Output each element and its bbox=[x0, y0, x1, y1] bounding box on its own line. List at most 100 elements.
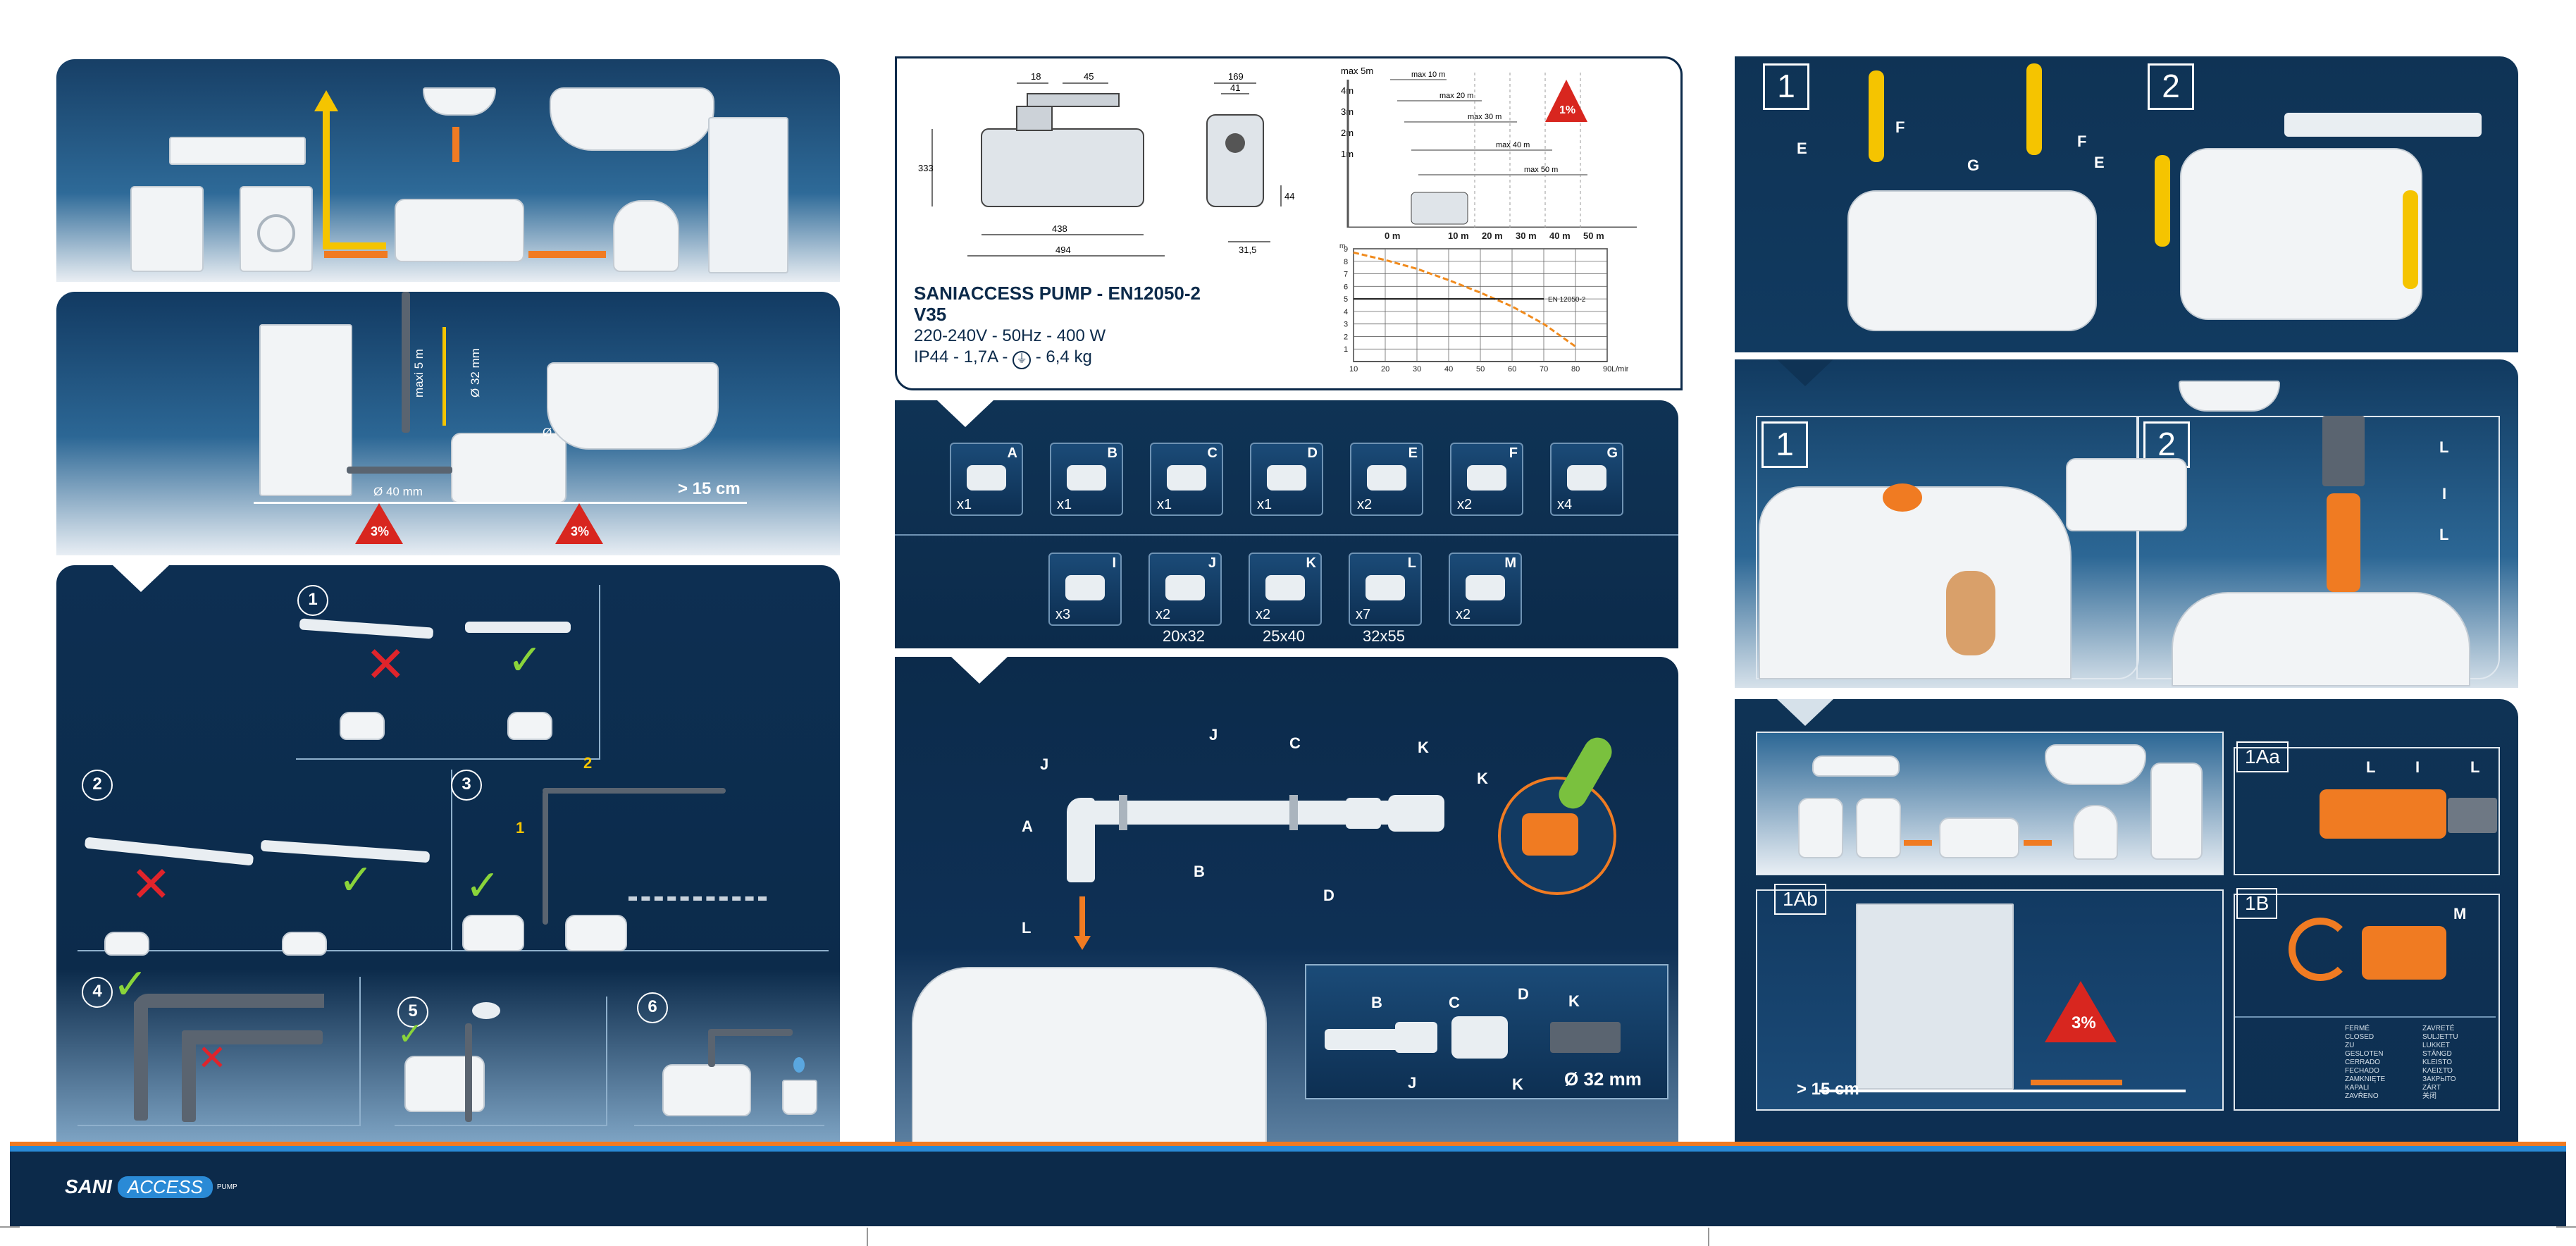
step3-horizontal bbox=[543, 788, 726, 794]
y-tick-label: 7 bbox=[1344, 271, 1348, 279]
inset-label-j: J bbox=[1408, 1074, 1417, 1092]
dim-438: 438 bbox=[1052, 223, 1067, 234]
inset-connector-d bbox=[1451, 1016, 1508, 1059]
correct-mark-icon: ✓ bbox=[507, 636, 543, 684]
step-6-frame bbox=[634, 992, 824, 1126]
max-height-label: maxi 5 m bbox=[412, 349, 426, 397]
crop-mark bbox=[2556, 1226, 2576, 1228]
pump-tank-closeup bbox=[912, 967, 1267, 1143]
step-number-6: 6 bbox=[637, 992, 668, 1023]
crop-mark bbox=[867, 1228, 868, 1246]
part-qty: x3 bbox=[1055, 607, 1071, 622]
reducer-c bbox=[1346, 798, 1381, 829]
rotate-arrow-icon bbox=[2289, 918, 2352, 981]
x-tick-label: 20 bbox=[1381, 365, 1389, 374]
panel-notch bbox=[113, 565, 169, 592]
pump-outlet-pipe bbox=[1027, 93, 1120, 107]
pump-unit bbox=[340, 712, 385, 740]
panel-notch bbox=[937, 400, 993, 427]
pump-unit bbox=[1939, 818, 2019, 858]
screwdriver-icon bbox=[2403, 190, 2418, 289]
min-height-label: > 15 cm bbox=[678, 479, 741, 498]
part-shape bbox=[1067, 465, 1106, 491]
rise-arrow-base bbox=[323, 242, 386, 249]
y-tick-label: 3 bbox=[1344, 321, 1348, 329]
label-l1: L bbox=[2366, 758, 2376, 776]
closed-word: GESLOTEN bbox=[2345, 1050, 2384, 1058]
dist-20: 20 m bbox=[1482, 230, 1503, 241]
pipe-outlet bbox=[2448, 798, 2497, 833]
dim-44: 44 bbox=[1284, 191, 1294, 202]
label-l2: L bbox=[2439, 526, 2449, 543]
y-axis-label: m bbox=[1339, 243, 1345, 250]
label-l2: L bbox=[2470, 758, 2480, 776]
x-tick-label: 70 bbox=[1540, 365, 1548, 374]
closed-word: ZAMKNIĘTE bbox=[2345, 1075, 2386, 1083]
bucket bbox=[782, 1080, 817, 1115]
screwdriver-icon bbox=[2155, 155, 2170, 247]
part-shape bbox=[1267, 465, 1306, 491]
drain-arrow-icon bbox=[2031, 1080, 2122, 1085]
inset-diameter-label: Ø 32 mm bbox=[1564, 1068, 1642, 1090]
bathtub bbox=[547, 362, 719, 450]
product-spec-2a: IP44 - 1,7A - bbox=[914, 347, 1008, 366]
cut-connect-panel: 1 2 L I L bbox=[1735, 359, 2518, 688]
product-spec-2: IP44 - 1,7A - ⏚ - 6,4 kg bbox=[914, 347, 1092, 369]
part-letter: K bbox=[1306, 555, 1316, 571]
washbasin bbox=[2179, 381, 2280, 412]
panel-notch bbox=[1777, 359, 1833, 386]
step-3-frame bbox=[448, 770, 829, 951]
step1-pipe-right bbox=[465, 622, 571, 633]
x-tick-label: 60 bbox=[1508, 365, 1516, 374]
step3-riser bbox=[543, 791, 548, 925]
pump-unit-back bbox=[1847, 190, 2097, 331]
part-qty: x2 bbox=[1456, 607, 1471, 622]
y-tick-label: 5 bbox=[1344, 295, 1348, 304]
pump-lid-closeup bbox=[1759, 486, 2072, 679]
closed-word: STÄNGD bbox=[2422, 1050, 2452, 1058]
down-arrow-head-icon bbox=[1074, 936, 1091, 950]
label-d: D bbox=[1323, 887, 1335, 904]
part-qty: x2 bbox=[1457, 497, 1473, 512]
step6-pipe bbox=[708, 1030, 715, 1067]
label-l: L bbox=[1022, 919, 1032, 937]
part-size-label: 20x32 bbox=[1163, 627, 1205, 645]
y-tick-label: 6 bbox=[1344, 283, 1348, 291]
step-number-2: 2 bbox=[82, 770, 113, 801]
inset-label-k1: K bbox=[1568, 992, 1580, 1010]
slope-warning-icon-right bbox=[555, 503, 603, 544]
part-letter: A bbox=[1007, 445, 1017, 461]
run-50: max 50 m bbox=[1524, 166, 1558, 174]
installation-overview-panel bbox=[56, 59, 840, 282]
y-tick-label: 9 bbox=[1344, 245, 1348, 254]
discharge-pipe-horizontal bbox=[1078, 801, 1395, 825]
slope-warning-icon bbox=[1545, 80, 1587, 122]
part-letter: D bbox=[1307, 445, 1318, 461]
pipe-diameter-label: Ø 32 mm bbox=[469, 348, 482, 397]
screwdriver-icon bbox=[1869, 70, 1884, 162]
vertical-discharge-pipe bbox=[402, 292, 410, 433]
label-f1: F bbox=[1895, 118, 1905, 136]
step-number-1: 1 bbox=[297, 585, 328, 616]
step-number-3: 3 bbox=[451, 770, 482, 801]
part-letter: F bbox=[1509, 445, 1518, 461]
step4-sharp-vertical bbox=[182, 1030, 196, 1122]
pump-dimension-drawing: 18 45 169 41 333 438 494 44 31,5 bbox=[918, 71, 1294, 257]
floor-line bbox=[254, 502, 747, 504]
part-shape bbox=[967, 465, 1006, 491]
part-qty: x2 bbox=[1357, 497, 1373, 512]
inlet-arrow-icon bbox=[1904, 840, 1932, 846]
label-a: A bbox=[1022, 818, 1033, 835]
kitchen-sink bbox=[1812, 755, 1900, 777]
label-c: C bbox=[1289, 734, 1301, 752]
pump-outlet-pipe bbox=[2284, 113, 2482, 137]
label-j2: J bbox=[1209, 726, 1218, 744]
dishwasher bbox=[1798, 798, 1843, 858]
option-1aa-frame bbox=[2234, 747, 2500, 875]
water-drop-icon bbox=[793, 1057, 805, 1073]
crop-mark bbox=[1708, 1228, 1709, 1246]
step3-dashed-pipe bbox=[628, 896, 767, 901]
